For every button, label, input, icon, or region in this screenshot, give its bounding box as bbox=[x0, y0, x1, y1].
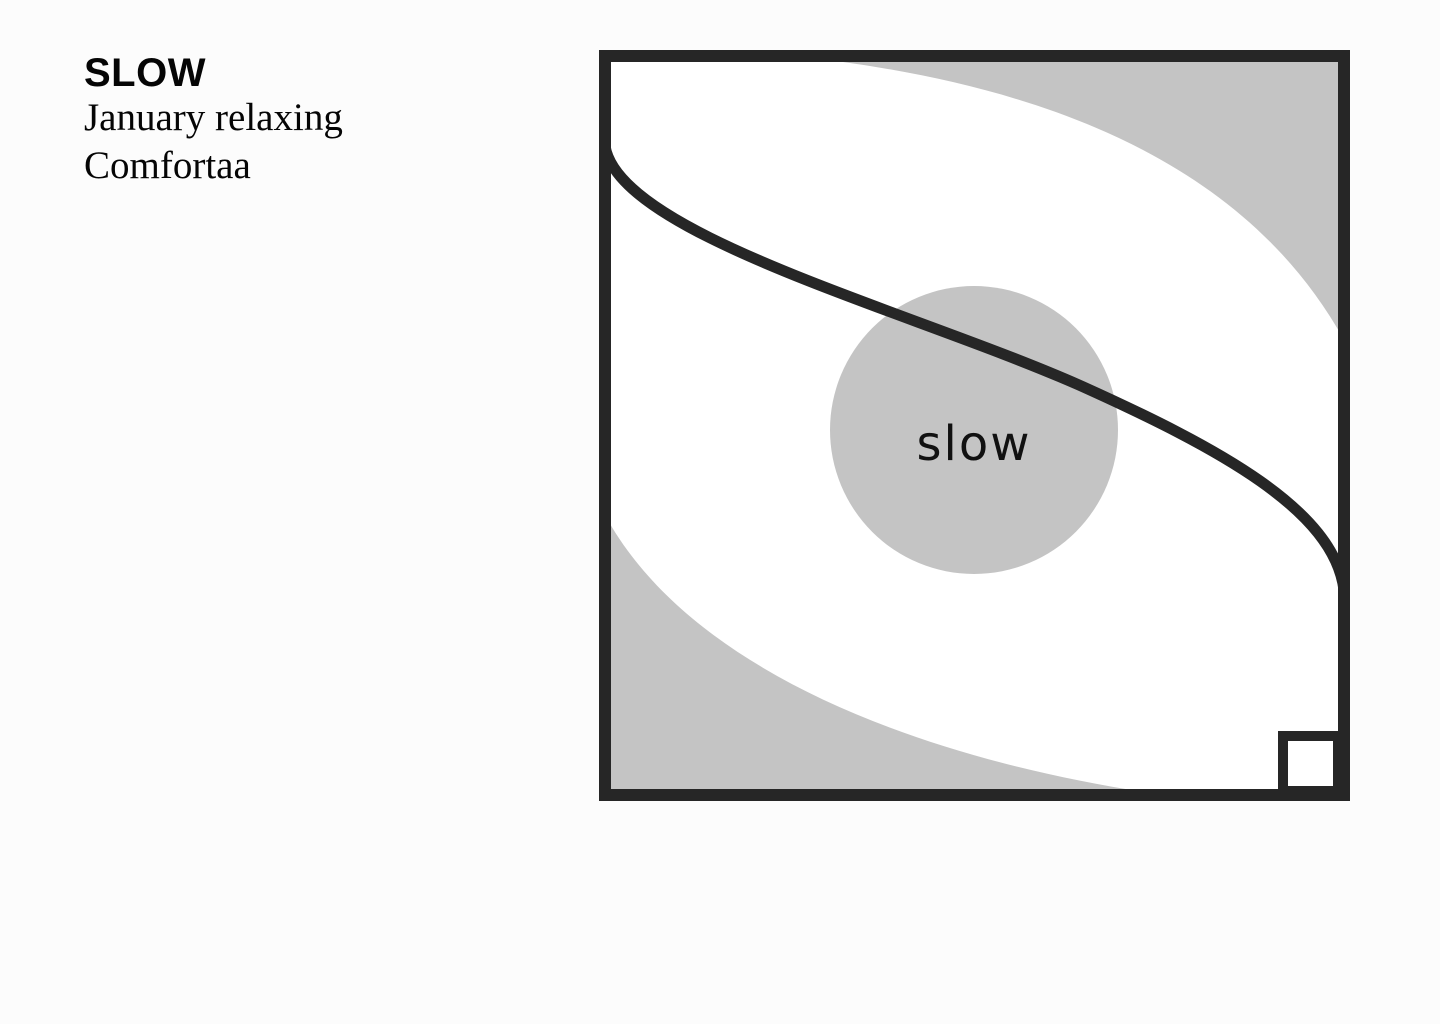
header-text: SLOW January relaxing Comfortaa bbox=[84, 52, 343, 190]
outer-frame bbox=[599, 50, 1350, 801]
page-title: SLOW bbox=[84, 51, 206, 95]
logo-svg: slow bbox=[599, 50, 1350, 801]
center-circle bbox=[830, 286, 1118, 574]
center-word: slow bbox=[917, 416, 1032, 472]
bottom-left-grey-shape bbox=[605, 515, 1164, 795]
s-curve-line bbox=[605, 140, 1344, 596]
subtitle-line-2: Comfortaa bbox=[84, 144, 251, 187]
logo-artwork: slow bbox=[599, 50, 1350, 801]
top-right-grey-shape bbox=[794, 56, 1344, 340]
subtitle-line-1: January relaxing bbox=[84, 96, 343, 139]
